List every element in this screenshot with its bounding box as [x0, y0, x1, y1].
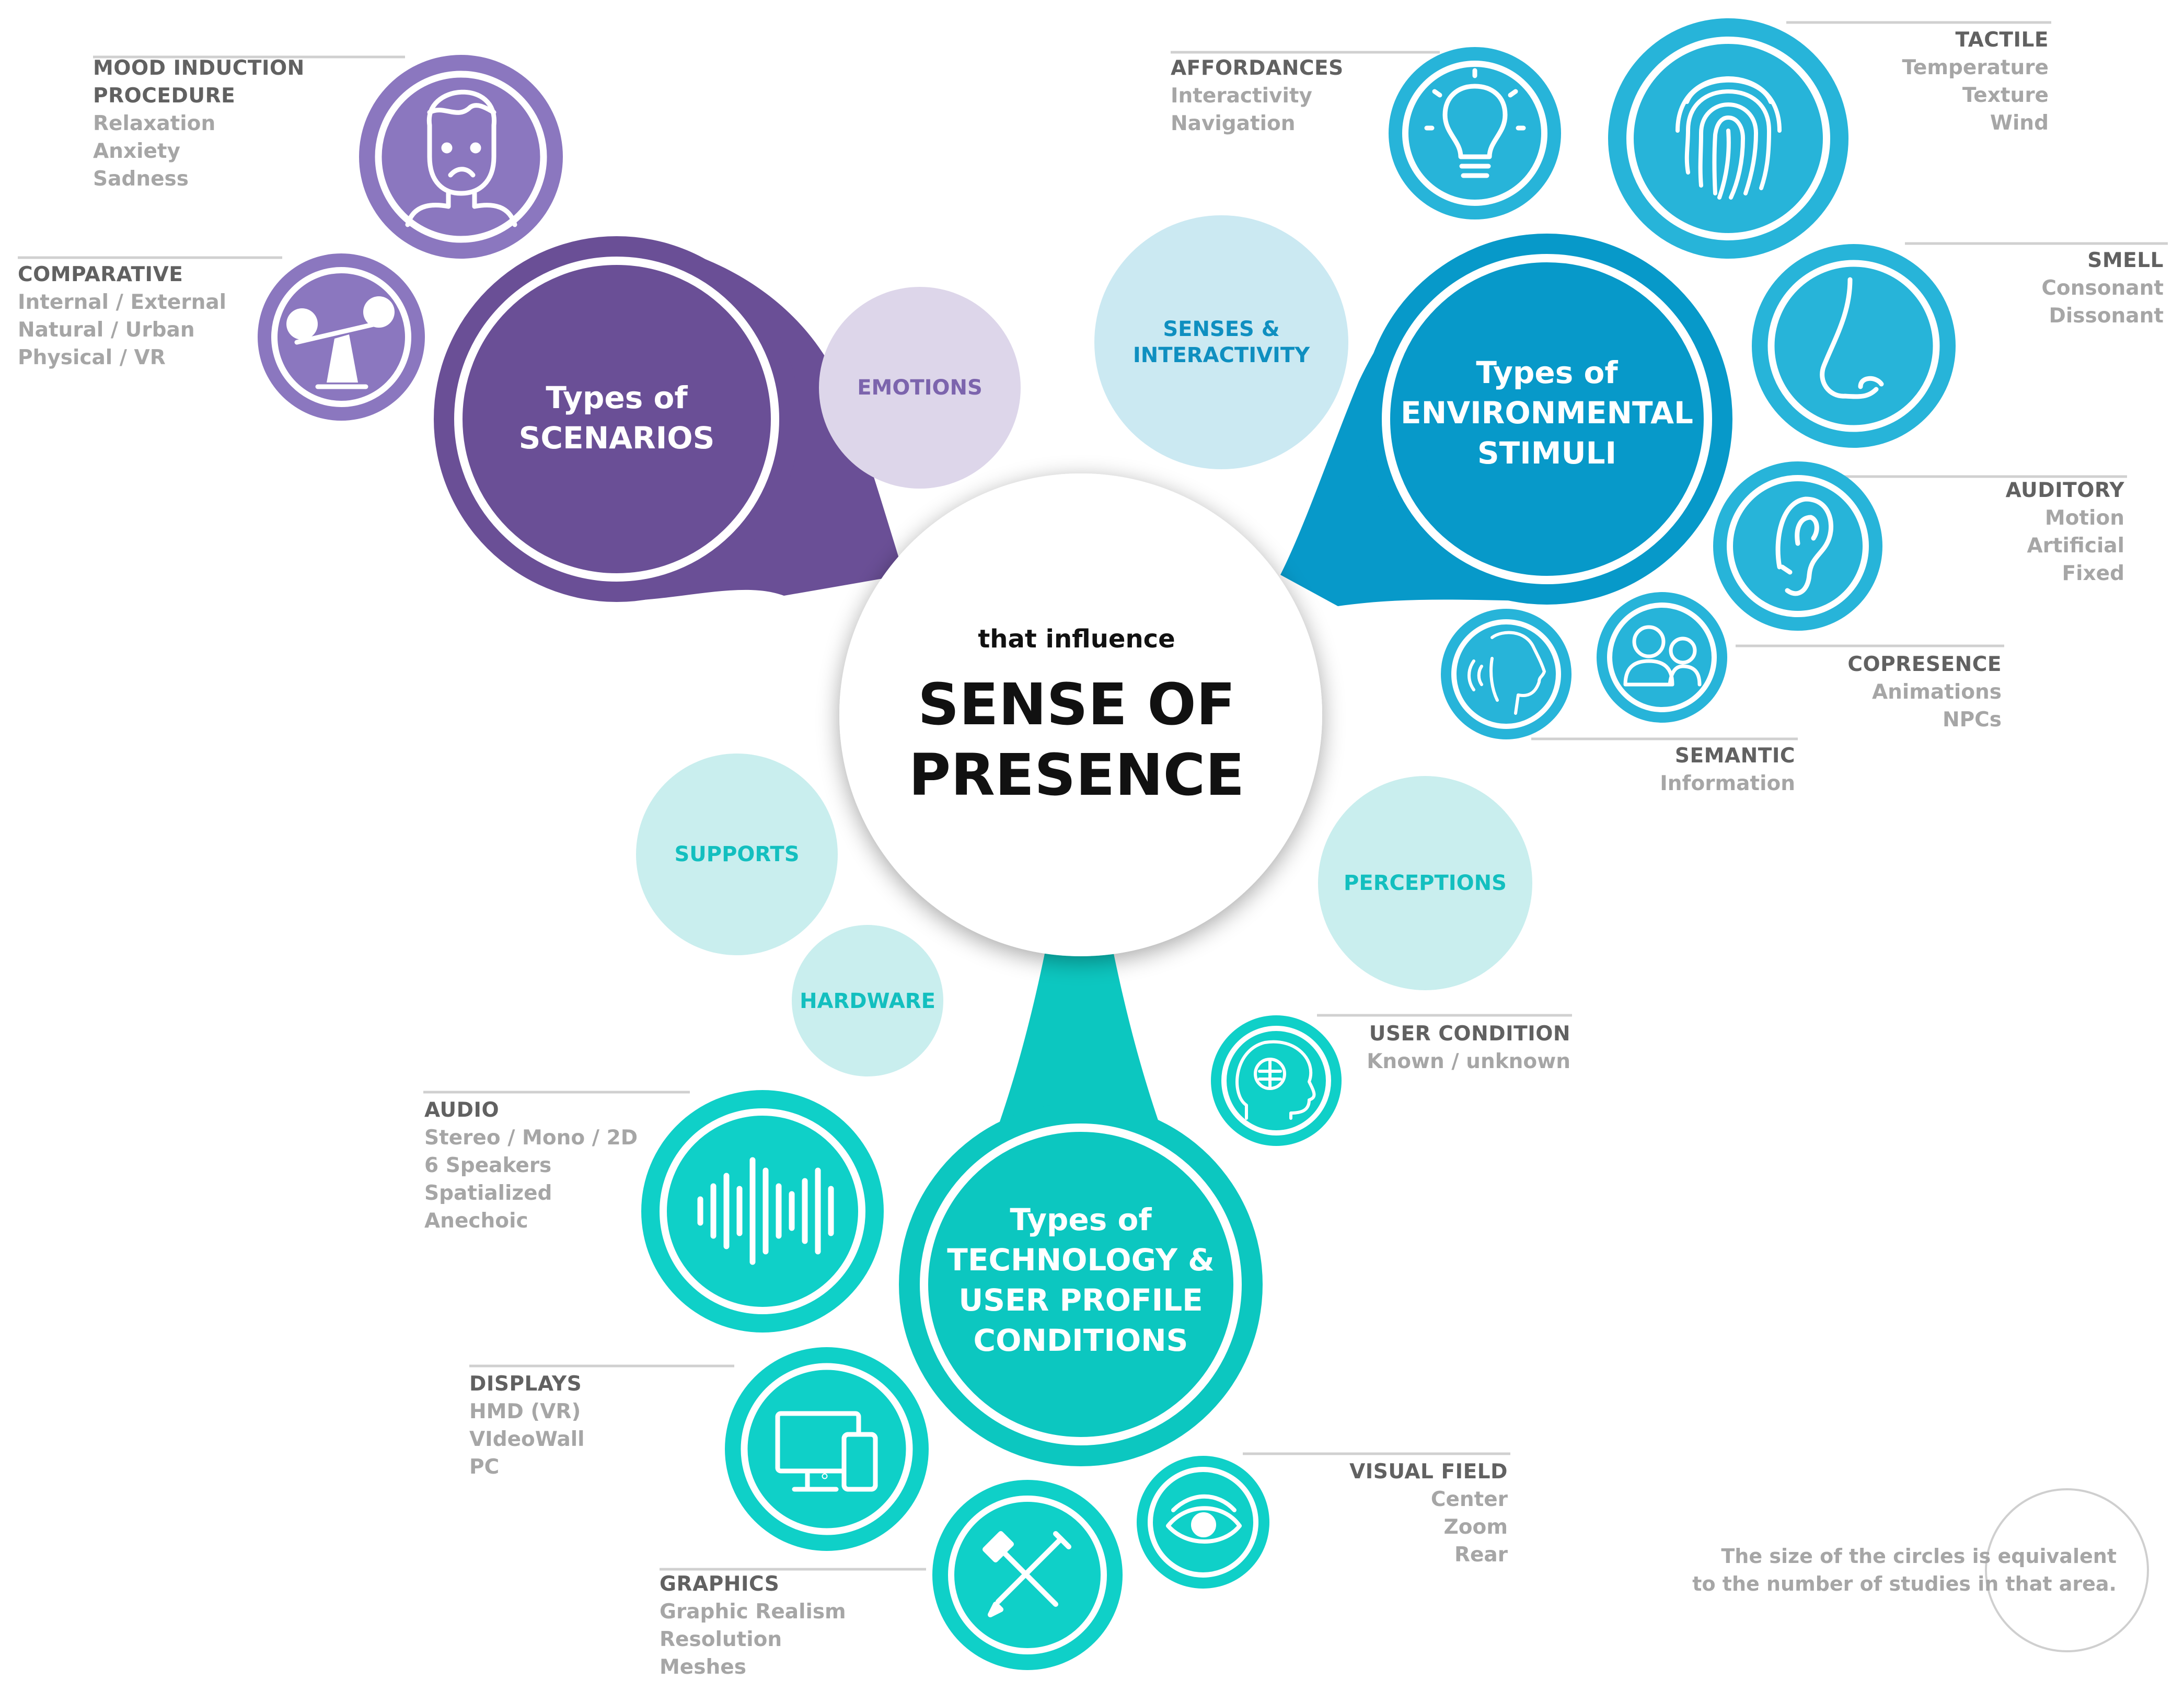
scenarios-circle [434, 236, 800, 602]
environmental-label: Types of ENVIRONMENTAL STIMULI [1401, 354, 1693, 471]
auditory-label: AUDITORY Motion Artificial Fixed [2005, 479, 2124, 585]
technology-label: Types of TECHNOLOGY & USER PROFILE CONDI… [947, 1202, 1215, 1358]
eye-icon [1166, 1494, 1242, 1544]
sound-wave-icon [697, 1157, 834, 1265]
audio-label: AUDIO Stereo / Mono / 2D 6 Speakers Spat… [424, 1098, 638, 1233]
people-icon [1623, 625, 1702, 687]
emotions-bubble [819, 287, 1021, 489]
perceptions-label: PERCEPTIONS [1344, 871, 1507, 895]
center-subtitle: that influence [978, 624, 1175, 654]
devices-icon [775, 1411, 878, 1492]
senses-label: SENSES & INTERACTIVITY [1133, 317, 1310, 367]
size-note: The size of the circles is equivalent to… [1692, 1545, 2117, 1595]
graphics-label: GRAPHICS Graphic Realism Resolution Mesh… [660, 1572, 846, 1679]
smell-label: SMELL Consonant Dissonant [2041, 249, 2164, 328]
environmental-circle [1361, 234, 1732, 605]
pencil-brush-icon [983, 1531, 1071, 1617]
nose-icon [1820, 277, 1884, 399]
brain-head-icon [1235, 1040, 1316, 1120]
center-circle [839, 473, 1322, 956]
mood-label: MOOD INDUCTION PROCEDURE Relaxation Anxi… [93, 56, 305, 191]
center-title-line2: PRESENCE [908, 742, 1245, 808]
senses-bubble [1094, 215, 1348, 469]
supports-label: SUPPORTS [674, 842, 800, 866]
comparative-label: COMPARATIVE Internal / External Natural … [18, 263, 227, 369]
semantic-label: SEMANTIC Information [1660, 744, 1795, 795]
center-label: that influence SENSE OF PRESENCE [841, 624, 1312, 810]
leader-lines [18, 21, 2168, 1571]
lightbulb-icon [1424, 68, 1526, 178]
ear-icon [1775, 496, 1834, 596]
hardware-bubble [792, 925, 943, 1076]
scenarios-label: Types of SCENARIOS [518, 380, 715, 456]
emotions-label: EMOTIONS [857, 376, 983, 400]
sad-face-icon [405, 89, 517, 227]
user-condition-label: USER CONDITION Known / unknown [1367, 1022, 1570, 1073]
copresence-label: COPRESENCE Animations NPCs [1847, 653, 2002, 732]
displays-label: DISPLAYS HMD (VR) VIdeoWall PC [469, 1372, 585, 1479]
balance-scale-icon [286, 296, 395, 389]
hardware-label: HARDWARE [800, 989, 935, 1013]
tactile-label: TACTILE Temperature Texture Wind [1902, 28, 2049, 135]
technology-circle [899, 1103, 1263, 1466]
speaking-head-icon [1467, 631, 1546, 715]
perceptions-bubble [1318, 776, 1532, 990]
center-title-line1: SENSE OF [918, 671, 1235, 738]
legend-circle [1985, 1488, 2149, 1652]
visual-field-label: VISUAL FIELD Center Zoom Rear [1349, 1460, 1508, 1567]
affordances-label: AFFORDANCES Interactivity Navigation [1171, 56, 1344, 135]
supports-bubble [636, 754, 838, 955]
fingerprint-icon [1675, 76, 1782, 200]
